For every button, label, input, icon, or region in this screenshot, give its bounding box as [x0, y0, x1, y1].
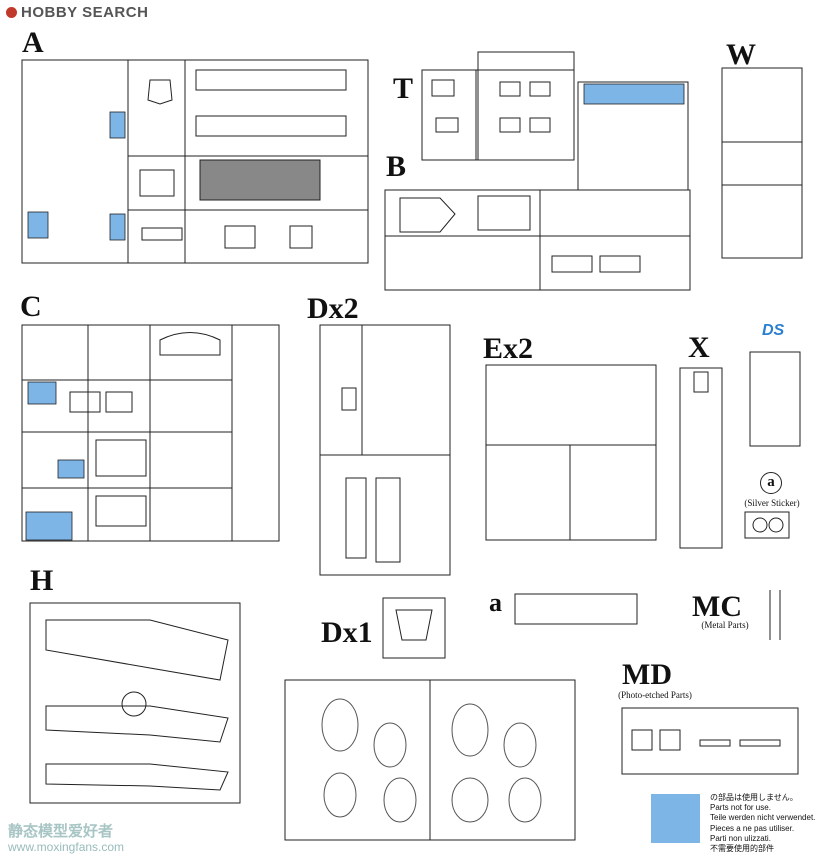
sprue-frame-a [21, 59, 369, 264]
sprue-label-a: A [22, 26, 44, 59]
sprue-label-mc: MC [692, 590, 742, 623]
sprue-frame-w [721, 67, 803, 259]
legend-line-zh: 不需要使用的部件 [710, 844, 774, 854]
sprue-frame-ex2 [485, 364, 657, 541]
sticker-letter-badge: a [760, 472, 782, 494]
sprue-label-dx1: Dx1 [321, 616, 373, 649]
ds-mark: DS [762, 322, 785, 339]
legend-line-fr: Pieces a ne pas utiliser. [710, 823, 795, 833]
sprue-label-b: B [386, 150, 407, 183]
legend-line-ja: の部品は使用しません。 [710, 793, 798, 802]
sprue-frame-dx2 [319, 324, 451, 576]
legend-line-en: Parts not for use. [710, 803, 771, 813]
legend-notes: の部品は使用しません。 Parts not for use. Teile wer… [710, 793, 815, 854]
photo-etched-caption: (Photo-etched Parts) [618, 690, 692, 700]
sprue-frame-x [679, 367, 723, 549]
sprue-frame-md [621, 707, 799, 775]
legend-line-de: Teile werden nicht verwendet. [710, 813, 816, 823]
site-logo: HOBBY SEARCH [6, 4, 148, 21]
logo-text: HOBBY SEARCH [21, 4, 149, 21]
sprue-label-ex2: Ex2 [483, 332, 534, 365]
sprue-label-a-small: a [489, 588, 502, 617]
sprue-label-t: T [393, 72, 414, 105]
logo-icon [6, 7, 17, 18]
silver-sticker-caption: (Silver Sticker) [744, 498, 800, 508]
sprue-label-w: W [726, 38, 756, 71]
sprue-frame-t [421, 69, 575, 161]
sprue-frame-dx1 [382, 597, 446, 659]
sprue-label-x: X [688, 331, 710, 364]
not-used-swatch [651, 794, 700, 843]
sprue-frame-b [384, 189, 691, 291]
watermark-text: 静态模型爱好者 [8, 823, 114, 840]
sprue-label-dx2: Dx2 [307, 292, 359, 325]
sprue-label-h: H [30, 564, 54, 597]
sprue-frame-h [29, 602, 241, 804]
sprue-label-c: C [20, 290, 42, 323]
legend-line-it: Parti non ulizzati. [710, 833, 771, 843]
sprue-frame-a-small [514, 593, 638, 625]
metal-parts-caption: (Metal Parts) [701, 620, 749, 630]
sprue-label-md: MD [622, 658, 672, 691]
watermark-url: www.moxingfans.com [8, 840, 125, 854]
